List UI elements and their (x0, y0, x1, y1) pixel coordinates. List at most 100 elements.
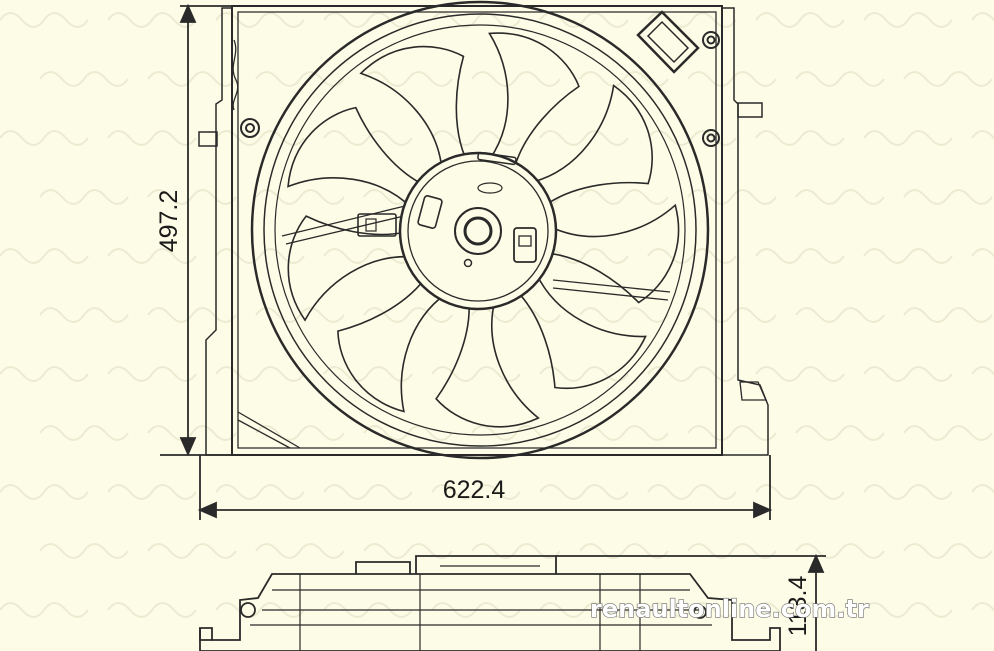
side-view-left-tab (199, 628, 212, 641)
watermark-pattern-stroke (903, 543, 993, 559)
fan-blade (287, 215, 415, 322)
motor-connector (513, 227, 537, 263)
right-bottom-tab (739, 381, 768, 401)
watermark-pattern-stroke (255, 189, 345, 205)
watermark-pattern-stroke (863, 602, 953, 618)
watermark-pattern-stroke (363, 307, 453, 323)
fan-shroud-inner-ring (263, 13, 697, 447)
watermark-pattern-stroke (431, 366, 521, 382)
watermark-pattern-stroke (579, 71, 669, 87)
left-connector-pin (198, 131, 218, 147)
fan-blade (337, 278, 448, 413)
watermark-pattern-stroke (0, 602, 89, 618)
width-dimension-label: 622.4 (443, 476, 506, 504)
side-view-detail-lines (250, 565, 712, 651)
watermark-pattern-stroke (471, 71, 561, 87)
watermark-pattern-stroke (971, 248, 994, 258)
resistor-block-inner (646, 20, 690, 64)
watermark-pattern-stroke (147, 425, 237, 441)
watermark-pattern-stroke (323, 484, 413, 500)
watermark-pattern-stroke (687, 189, 777, 205)
width-arrow-left (197, 501, 217, 519)
watermark-pattern-stroke (795, 71, 885, 87)
fan-blades (287, 32, 680, 428)
support-strut-right (552, 279, 671, 301)
height-arrow-top (179, 3, 197, 23)
watermark-pattern-stroke (107, 248, 197, 264)
watermark-pattern-stroke (755, 366, 845, 382)
fan-blade (550, 203, 680, 304)
left-side-rail (205, 7, 232, 456)
watermark-pattern-stroke (903, 307, 993, 323)
side-view-outline (199, 573, 781, 651)
watermark-pattern-stroke (903, 189, 993, 205)
watermark-pattern-stroke (323, 130, 413, 146)
watermark-pattern-stroke (431, 484, 521, 500)
right-side-rail (722, 7, 769, 456)
bolt-hole-right-inner (706, 133, 716, 143)
watermark-pattern-stroke (579, 307, 669, 323)
motor-hub-outer (398, 151, 558, 311)
watermark-pattern-stroke (0, 484, 89, 500)
watermark-pattern-stroke (147, 189, 237, 205)
site-watermark: renaultonline.com.tr (590, 595, 869, 623)
watermark-pattern-stroke (147, 307, 237, 323)
watermark-pattern-stroke (323, 366, 413, 382)
side-view (199, 555, 781, 651)
shroud-inner-frame (237, 11, 717, 449)
watermark-pattern-stroke (755, 248, 845, 264)
watermark-pattern-stroke (971, 12, 994, 22)
watermark-pattern-stroke (795, 307, 885, 323)
watermark-pattern-stroke (255, 71, 345, 87)
motor-hub-ring (407, 160, 549, 302)
watermark-pattern-stroke (795, 543, 885, 559)
bolt-hole-top-right-inner (706, 35, 716, 45)
watermark-pattern-stroke (539, 366, 629, 382)
motor-top-clip (477, 151, 517, 166)
watermark-pattern-stroke (363, 71, 453, 87)
watermark-pattern-stroke (0, 12, 89, 28)
motor-hub-center (454, 207, 502, 255)
watermark-pattern-stroke (107, 130, 197, 146)
watermark-pattern-stroke (39, 189, 129, 205)
watermark-pattern-stroke (255, 425, 345, 441)
watermark-pattern-stroke (687, 71, 777, 87)
watermark-pattern-stroke (539, 130, 629, 146)
watermark-pattern-stroke (215, 130, 305, 146)
fan-blade (488, 32, 580, 166)
motor-screw (463, 258, 473, 268)
watermark-pattern-stroke (147, 71, 237, 87)
watermark-pattern-stroke (215, 602, 305, 618)
bolt-hole-top-left (240, 118, 260, 138)
watermark-pattern-stroke (795, 425, 885, 441)
motor-label-plate (417, 195, 443, 229)
wire-clip (357, 213, 397, 237)
watermark-pattern-stroke (539, 484, 629, 500)
watermark-pattern-stroke (215, 366, 305, 382)
side-view-bolt-right (693, 605, 707, 619)
watermark-pattern-stroke (903, 425, 993, 441)
resistor-block (636, 10, 700, 74)
watermark-pattern-stroke (0, 366, 89, 382)
watermark-pattern-stroke (863, 484, 953, 500)
watermark-pattern-stroke (107, 602, 197, 618)
bolt-hole-top-left-inner (245, 123, 255, 133)
watermark-pattern-stroke (107, 484, 197, 500)
watermark-pattern-stroke (323, 12, 413, 28)
watermark-pattern-stroke (647, 130, 737, 146)
watermark-pattern-stroke (0, 130, 89, 146)
watermark-pattern-stroke (863, 12, 953, 28)
watermark-pattern-stroke (647, 248, 737, 264)
dimension-lines (160, 3, 826, 651)
support-strut-bottom-left (237, 411, 301, 449)
fan-blade (435, 299, 540, 428)
front-view (198, 0, 769, 460)
watermark-pattern-stroke (863, 248, 953, 264)
watermark-pattern-stroke (795, 189, 885, 205)
left-rail-wave (232, 39, 239, 111)
watermark-pattern-stroke (755, 12, 845, 28)
watermark-pattern-stroke (971, 602, 994, 612)
watermark-pattern-stroke (687, 425, 777, 441)
watermark-pattern-stroke (39, 543, 129, 559)
watermark-pattern-stroke (863, 130, 953, 146)
